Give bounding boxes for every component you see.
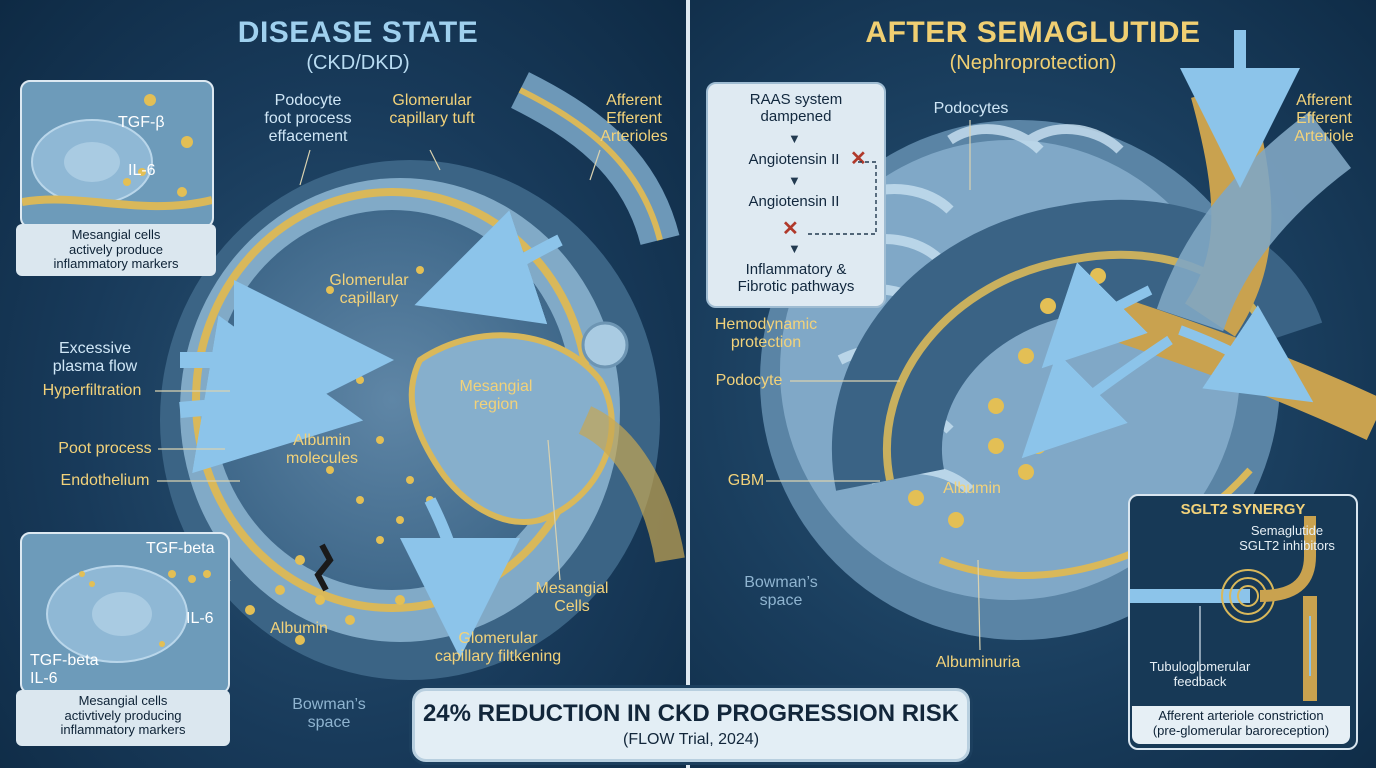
return-flow-arrow bbox=[1021, 335, 1173, 459]
mesangial-inset-bottom: TGF-beta IL-6 TGF-beta IL-6 bbox=[20, 532, 230, 694]
inset-bottom-il6-label: IL-6 bbox=[186, 610, 214, 627]
label-glomerular-filtkening: Glomerular capillary filtkening bbox=[434, 630, 562, 665]
label-excessive-plasma-flow: Excessive plasma flow bbox=[52, 340, 138, 375]
inset-top-il6-label: IL-6 bbox=[128, 162, 156, 179]
sglt2-nephron-illustration bbox=[1130, 516, 1317, 701]
sglt2-drugs: Semaglutide SGLT2 inhibitors bbox=[1239, 523, 1335, 553]
mesangial-inset-top-caption-box: Mesangial cells actively produce inflamm… bbox=[16, 224, 216, 276]
mesangial-region-shape bbox=[408, 332, 615, 525]
label-mesangial-region: Mesangial region bbox=[459, 378, 533, 413]
label-endothelium: Endothelium bbox=[60, 472, 150, 489]
label-gbm: GBM bbox=[727, 472, 765, 489]
disease-glomerulus-illustration bbox=[155, 72, 685, 680]
raas-arrow-1-icon: ▼ bbox=[788, 131, 801, 146]
after-semaglutide-title: AFTER SEMAGLUTIDE bbox=[865, 16, 1201, 49]
capillary-leak bbox=[314, 543, 334, 592]
raas-step-3: Inflammatory & Fibrotic pathways bbox=[737, 261, 855, 295]
inset-top-tgf-label: TGF-β bbox=[118, 114, 165, 131]
raas-step-1: Angiotensin II bbox=[748, 151, 840, 168]
mesangial-inset-bottom-caption-box: Mesangial cells activtively producing in… bbox=[16, 690, 230, 746]
label-mesangial-cells: Mesangial Cells bbox=[535, 580, 609, 615]
hyperfiltration-arrow bbox=[179, 315, 364, 474]
label-bowmans-space-left: Bowman’s space bbox=[292, 696, 366, 731]
label-glomerular-tuft: Glomerular capillary tuft bbox=[389, 92, 475, 127]
disease-state-subtitle: (CKD/DKD) bbox=[306, 52, 410, 74]
mesangial-nucleus bbox=[581, 321, 629, 369]
label-albuminuria: Albuminuria bbox=[935, 654, 1021, 671]
sglt2-caption: Afferent arteriole constriction (pre-glo… bbox=[1152, 708, 1330, 738]
raas-feedback-line bbox=[808, 161, 877, 235]
label-albumin: Albumin bbox=[270, 620, 328, 637]
mesangial-inset-top: TGF-β IL-6 bbox=[20, 80, 214, 228]
capillary-flow-arrow bbox=[1041, 262, 1153, 369]
label-afferent-efferent-arterioles: Afferent Efferent Arterioles bbox=[600, 92, 668, 145]
inset-bottom-tgf-il6-label: TGF-beta IL-6 bbox=[30, 652, 99, 687]
banner-sub-text: (FLOW Trial, 2024) bbox=[622, 731, 760, 748]
sglt2-feedback: Tubuloglomerular feedback bbox=[1149, 659, 1251, 689]
label-bowmans-space-right: Bowman’s space bbox=[744, 574, 818, 609]
sglt2-title: SGLT2 SYNERGY bbox=[1180, 501, 1306, 518]
label-afferent-efferent-arteriole: Afferent Efferent Arteriole bbox=[1294, 92, 1354, 145]
inset-top-caption: Mesangial cells actively produce inflamm… bbox=[53, 227, 179, 272]
label-podocyte-effacement: Podocyte foot process effacement bbox=[264, 92, 352, 145]
disease-state-panel: DISEASE STATE (CKD/DKD) TGF-β IL-6 Mesan… bbox=[0, 0, 686, 768]
label-glomerular-capillary: Glomerular capillary bbox=[329, 272, 409, 307]
banner-main-text: 24% REDUCTION IN CKD PROGRESSION RISK bbox=[422, 700, 960, 727]
raas-dampened-box: RAAS system dampened ▼ Angiotensin II ✕ … bbox=[706, 82, 886, 308]
mesangial-cell-top-illustration bbox=[22, 94, 212, 211]
after-semaglutide-subtitle: (Nephroprotection) bbox=[949, 52, 1117, 74]
raas-arrow-2-icon: ▼ bbox=[788, 173, 801, 188]
label-poot-process: Poot process bbox=[58, 440, 152, 457]
outflow-arrow bbox=[1178, 305, 1314, 403]
raas-arrow-3-icon: ▼ bbox=[788, 241, 801, 256]
label-podocytes: Podocytes bbox=[933, 100, 1009, 117]
label-hyperfiltration: Hyperfiltration bbox=[42, 382, 142, 399]
sglt2-caption-box: Afferent arteriole constriction (pre-glo… bbox=[1132, 706, 1350, 744]
label-hemodynamic-protection: Hemodynamic protection bbox=[714, 316, 818, 351]
label-podocyte: Podocyte bbox=[715, 372, 783, 389]
afferent-flow-arrow bbox=[414, 210, 563, 325]
label-albumin-right: Albumin bbox=[943, 480, 1001, 497]
raas-title: RAAS system dampened bbox=[749, 91, 843, 125]
raas-block-1-icon: ✕ bbox=[850, 148, 867, 170]
filtration-arrow bbox=[399, 497, 520, 658]
disease-state-title: DISEASE STATE bbox=[237, 16, 479, 49]
raas-block-2-icon: ✕ bbox=[782, 218, 799, 240]
efferent-arteriole-right bbox=[1156, 112, 1352, 332]
raas-step-2: Angiotensin II bbox=[748, 193, 840, 210]
label-albumin-molecules: Albumin molecules bbox=[285, 432, 359, 467]
flow-trial-banner: 24% REDUCTION IN CKD PROGRESSION RISK (F… bbox=[412, 688, 970, 762]
mesangial-cell-bottom-illustration bbox=[46, 565, 211, 663]
panel-divider bbox=[686, 0, 690, 768]
inset-bottom-tgf-label: TGF-beta bbox=[146, 540, 215, 557]
inset-bottom-caption: Mesangial cells activtively producing in… bbox=[60, 693, 186, 738]
